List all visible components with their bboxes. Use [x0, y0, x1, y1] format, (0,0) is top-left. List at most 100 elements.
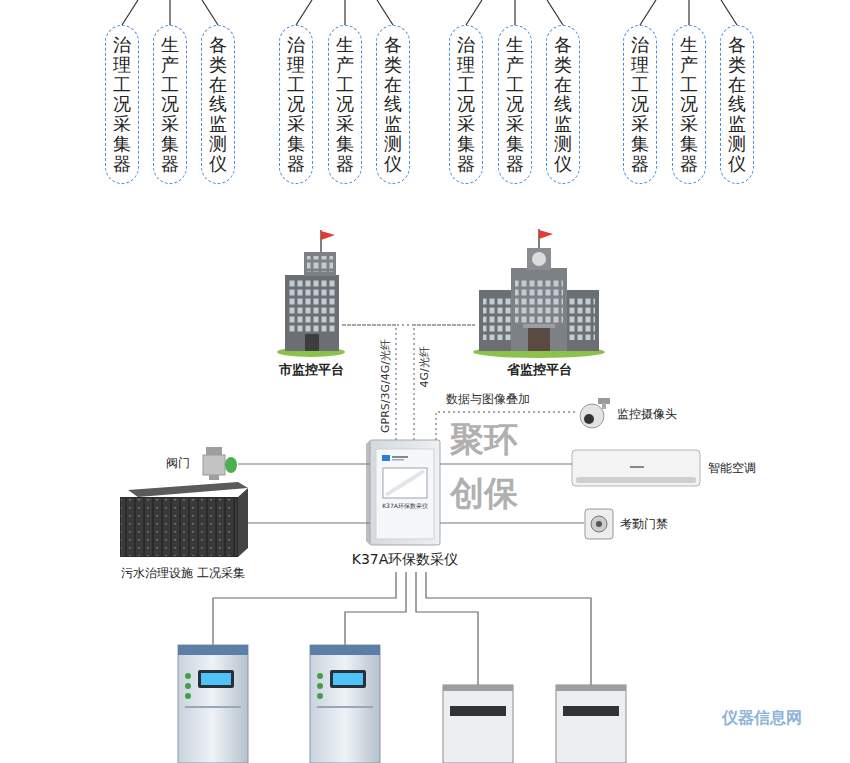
connector — [440, 522, 584, 523]
node-label: 智能空调 — [708, 461, 756, 475]
valve-node: 阀门 — [198, 445, 238, 481]
feed-lines — [547, 0, 563, 25]
collector-box: 各类在线监测仪 — [376, 25, 410, 184]
air-conditioner — [576, 477, 696, 483]
air-conditioner — [572, 450, 700, 486]
control-cabinet — [178, 645, 248, 763]
data-logger-device — [370, 440, 440, 545]
server-rack — [238, 488, 248, 557]
air-conditioner-node: 智能空调 — [572, 448, 702, 488]
collector-label: 各类在线监测仪 — [209, 35, 227, 174]
control-cabinet — [317, 683, 323, 689]
feed-lines — [688, 0, 689, 25]
wires — [345, 572, 406, 645]
door-access-icon — [585, 509, 613, 539]
feed-lines — [296, 0, 312, 25]
feed-lines — [122, 0, 138, 25]
node-label: K37A环保数采仪 — [352, 551, 459, 568]
control-cabinet — [317, 693, 323, 699]
data-logger-node: K37A环保数采仪 — [370, 440, 440, 545]
collector-label: 各类在线监测仪 — [384, 35, 402, 174]
control-cabinet — [185, 693, 191, 699]
instrument-box — [443, 685, 513, 763]
node-label: 污水治理设施 工况采集 — [121, 566, 245, 580]
collector-box: 各类在线监测仪 — [201, 25, 235, 184]
city-building — [321, 231, 335, 240]
server-rack — [120, 482, 248, 557]
control-cabinet — [333, 673, 363, 685]
province-building — [527, 248, 551, 270]
sewage-facility-node: 污水治理设施 工况采集 — [118, 482, 248, 560]
edge-label: GPRS/3G/4G/光纤 — [380, 338, 393, 434]
feed-lines — [721, 0, 737, 25]
wires — [416, 572, 478, 685]
province-building — [532, 252, 546, 266]
data-logger-device — [392, 459, 404, 461]
data-logger-device — [366, 440, 440, 545]
feed-lines — [466, 0, 482, 25]
door-access-icon — [591, 516, 607, 532]
province-building — [473, 229, 605, 358]
door-access-node: 考勤门禁 — [584, 508, 614, 540]
control-cabinet — [310, 645, 380, 655]
collector-box: 生产工况采集器 — [672, 25, 706, 184]
collector-box: 治理工况采集器 — [105, 25, 139, 184]
instrument-box — [450, 706, 506, 716]
collector-box: 生产工况采集器 — [498, 25, 532, 184]
collector-box: 治理工况采集器 — [279, 25, 313, 184]
wires — [213, 572, 396, 645]
camera-node: 监控摄像头 — [575, 396, 611, 432]
valve-icon — [209, 475, 219, 480]
data-logger-device — [376, 449, 434, 539]
edge-label: 数据与图像叠加 — [445, 393, 531, 407]
province-building — [528, 328, 550, 351]
control-cabinet — [185, 706, 241, 708]
connector — [342, 325, 396, 440]
control-cabinet — [178, 645, 248, 763]
data-logger-device — [386, 471, 424, 495]
city-platform: 市监控平台 — [280, 228, 342, 356]
data-logger-device — [392, 456, 408, 458]
data-logger-device — [366, 440, 370, 545]
camera-icon — [580, 398, 610, 428]
collector-label: 生产工况采集器 — [506, 35, 524, 174]
city-building — [307, 256, 333, 272]
server-rack — [128, 482, 248, 497]
node-label: 考勤门禁 — [620, 517, 668, 531]
control-cabinet — [310, 645, 380, 763]
feed-lines — [640, 0, 656, 25]
collector-label: 治理工况采集器 — [113, 35, 131, 174]
collector-label: 生产工况采集器 — [680, 35, 698, 174]
control-cabinet — [317, 673, 323, 679]
control-cabinet — [330, 670, 366, 688]
device-screen-text: K37A环保数采仪 — [376, 503, 434, 509]
feed-lines — [169, 0, 170, 25]
instrument-box — [556, 685, 626, 691]
instrument-box — [563, 706, 619, 716]
collector-label: 治理工况采集器 — [457, 35, 475, 174]
instrument-box — [556, 685, 626, 763]
instrument-box — [443, 685, 513, 763]
connector — [238, 463, 370, 464]
watermark: 聚环 — [450, 422, 518, 456]
instrument-box — [443, 685, 513, 691]
feed-lines — [377, 0, 393, 25]
data-logger-device — [382, 455, 390, 461]
instrument-box — [556, 685, 626, 763]
air-conditioner — [630, 466, 644, 468]
door-access-icon — [596, 521, 602, 527]
wires — [426, 572, 591, 685]
feed-lines — [202, 0, 218, 25]
city-building — [304, 252, 336, 276]
node-label: 省监控平台 — [507, 362, 572, 378]
collector-box: 治理工况采集器 — [623, 25, 657, 184]
camera-icon — [580, 404, 604, 428]
province-platform: 省监控平台 — [475, 228, 603, 356]
collector-label: 生产工况采集器 — [161, 35, 179, 174]
collector-box: 各类在线监测仪 — [720, 25, 754, 184]
province-building — [515, 278, 563, 324]
control-cabinet — [317, 706, 373, 708]
control-cabinet — [178, 645, 248, 655]
edge-label: 4G/光纤 — [419, 345, 432, 388]
city-building — [305, 334, 319, 351]
